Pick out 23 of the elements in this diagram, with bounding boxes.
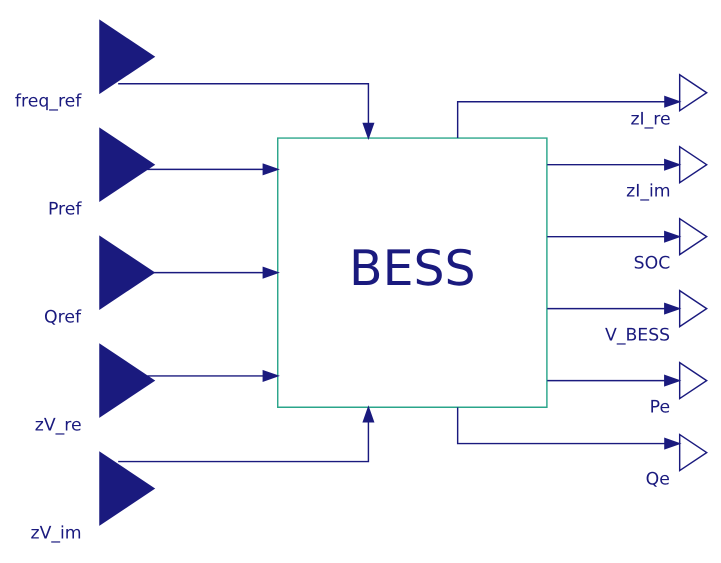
arrow [547, 230, 682, 242]
arrow [547, 374, 682, 386]
arrow [456, 406, 682, 450]
node-label: freq_ref [14, 91, 82, 112]
node-label: zI_im [626, 181, 671, 201]
arrow [547, 302, 682, 314]
node-label: Pref [48, 198, 82, 219]
node-label: Pe [650, 396, 670, 417]
arrow [118, 82, 374, 140]
node-label: Qref [44, 306, 82, 327]
arrow [147, 162, 280, 175]
node-label: zV_im [30, 522, 82, 543]
node-box: BESS [277, 136, 548, 408]
node-label: zI_re [630, 109, 671, 130]
arrow [118, 404, 374, 462]
arrow [147, 369, 280, 382]
node-label: V_BESS [605, 324, 670, 345]
node-label: SOC [634, 252, 670, 273]
arrow [456, 95, 682, 138]
arrow [547, 158, 682, 170]
node-label: zV_re [34, 414, 82, 435]
node-label: Qe [646, 468, 670, 489]
arrow [154, 266, 280, 278]
